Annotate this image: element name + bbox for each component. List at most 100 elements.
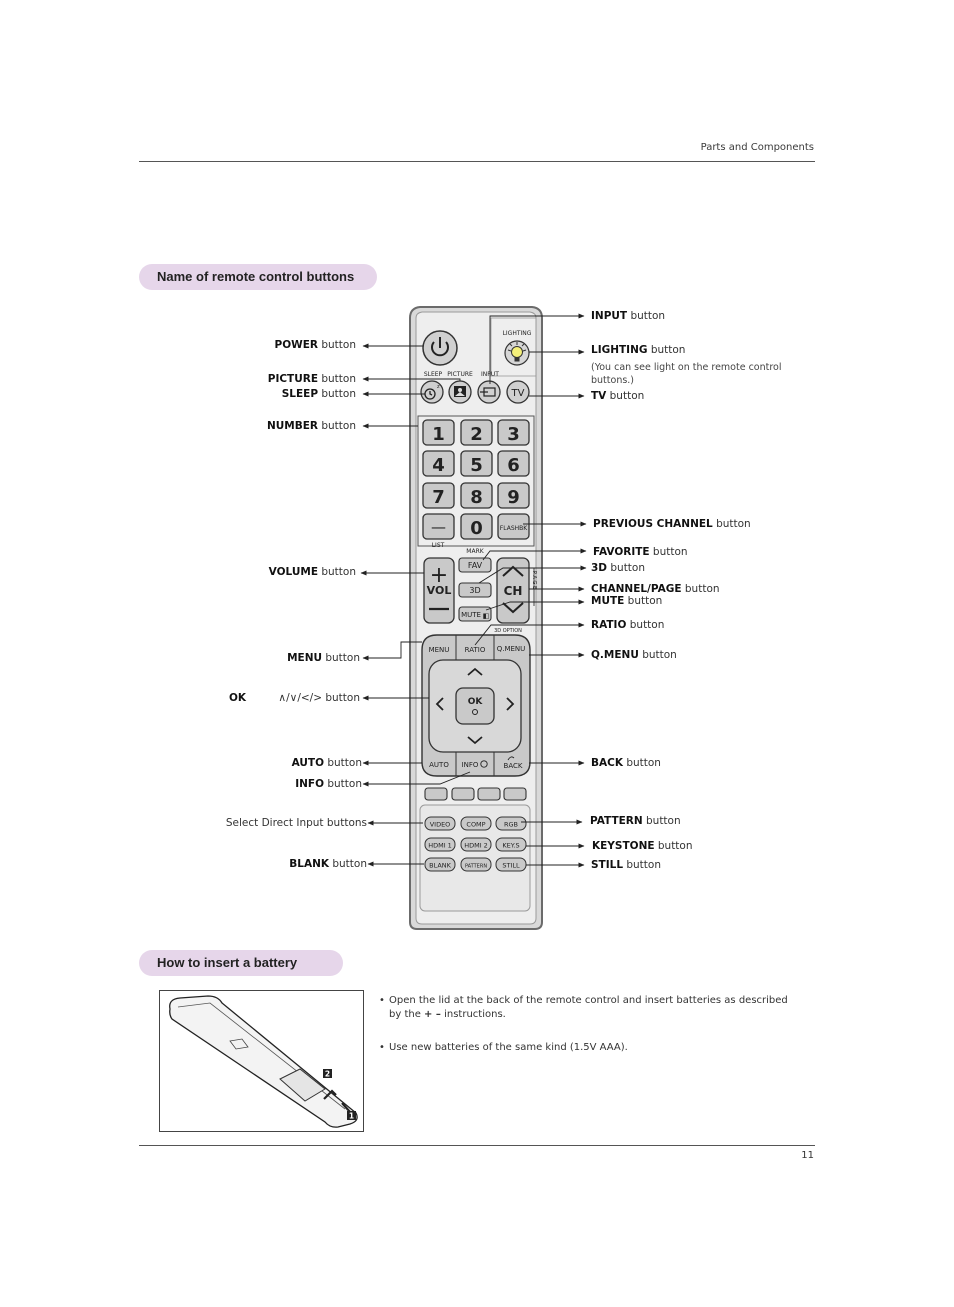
blank-button-label: BLANK xyxy=(429,862,452,870)
still-button-label: STILL xyxy=(502,862,520,870)
list-dash-button[interactable]: — xyxy=(422,513,455,540)
callout-qmenu: Q.MENU button xyxy=(591,649,677,661)
ok-label: OK xyxy=(468,697,484,707)
still-button[interactable]: STILL xyxy=(495,857,527,872)
fav-label: FAV xyxy=(468,561,483,570)
input-icon xyxy=(480,387,496,397)
digit-6-label: 6 xyxy=(507,455,520,476)
video-button-label: VIDEO xyxy=(430,821,451,829)
ratio-button[interactable]: RATIO xyxy=(456,636,494,660)
svg-text:z: z xyxy=(437,384,440,390)
digit-3-label: 3 xyxy=(507,424,520,445)
qmenu-button[interactable]: Q.MENU xyxy=(494,636,529,660)
number-button-8[interactable]: 8 xyxy=(460,482,493,509)
comp-button[interactable]: COMP xyxy=(460,816,492,831)
number-button-3[interactable]: 3 xyxy=(497,419,530,446)
digit-1-label: 1 xyxy=(432,424,445,445)
number-button-6[interactable]: 6 xyxy=(497,450,530,477)
menu-button[interactable]: MENU xyxy=(423,636,456,660)
nav-up-icon[interactable] xyxy=(467,667,483,676)
3d-label: 3D xyxy=(469,586,480,595)
ratio-label: RATIO xyxy=(465,646,486,654)
number-button-0[interactable]: 0 xyxy=(460,513,493,540)
picture-button[interactable] xyxy=(448,380,472,404)
channel-page-rocker[interactable]: CH xyxy=(496,557,530,624)
callout-keystone: KEYSTONE button xyxy=(592,840,693,852)
battery-instruction-1: • Open the lid at the back of the remote… xyxy=(379,995,788,1020)
rgb-button-label: RGB xyxy=(504,821,518,829)
power-icon xyxy=(431,337,449,357)
back-label: BACK xyxy=(504,762,523,770)
blank-button[interactable]: BLANK xyxy=(424,857,456,872)
power-button[interactable] xyxy=(422,330,458,366)
info-button[interactable]: INFO xyxy=(462,760,488,769)
callout-back: BACK button xyxy=(591,757,661,769)
yellow-key[interactable] xyxy=(477,787,501,801)
number-button-4[interactable]: 4 xyxy=(422,450,455,477)
lighting-button[interactable] xyxy=(504,340,530,366)
step-1-marker: 1 xyxy=(347,1111,356,1121)
keystone-button-label: KEY.S xyxy=(502,842,519,850)
speaker-mute-icon: ◧ xyxy=(483,612,490,620)
callout-power: POWER button xyxy=(274,339,356,351)
auto-button[interactable]: AUTO xyxy=(429,761,449,769)
nav-right-icon[interactable] xyxy=(506,697,515,711)
label-list: LIST xyxy=(432,542,445,549)
callout-sleep: SLEEP button xyxy=(281,388,356,400)
svg-text:2: 2 xyxy=(325,1070,330,1079)
nav-down-icon[interactable] xyxy=(467,736,483,745)
callout-select-direct: Select Direct Input buttons xyxy=(225,817,367,829)
callout-prev-channel: PREVIOUS CHANNEL button xyxy=(593,518,751,530)
volume-rocker[interactable]: + VOL xyxy=(423,557,455,624)
number-button-7[interactable]: 7 xyxy=(422,482,455,509)
input-button[interactable] xyxy=(477,380,501,404)
red-key[interactable] xyxy=(424,787,448,801)
blue-key[interactable] xyxy=(503,787,527,801)
ok-button[interactable]: OK xyxy=(455,687,495,725)
keystone-button[interactable]: KEY.S xyxy=(495,837,527,852)
hdmi2-button-label: HDMI 2 xyxy=(464,842,488,850)
green-key[interactable] xyxy=(451,787,475,801)
fav-button[interactable]: FAV xyxy=(458,557,492,573)
pattern-button[interactable]: PATTERN xyxy=(460,857,492,872)
callout-arrows: ∧/∨/</> button xyxy=(278,692,360,704)
3d-button[interactable]: 3D xyxy=(458,582,492,598)
tv-button-label: TV xyxy=(511,388,525,399)
running-header: Parts and Components xyxy=(700,142,814,153)
digit-5-label: 5 xyxy=(470,455,483,476)
callout-blank: BLANK button xyxy=(289,858,367,870)
nav-left-icon[interactable] xyxy=(435,697,444,711)
video-button[interactable]: VIDEO xyxy=(424,816,456,831)
hdmi1-button-label: HDMI 1 xyxy=(428,842,452,850)
callout-ratio: RATIO button xyxy=(591,619,665,631)
mute-button[interactable]: MUTE ◧ xyxy=(458,606,492,622)
callout-number: NUMBER button xyxy=(266,420,356,432)
back-button[interactable]: BACK xyxy=(504,756,523,770)
number-button-9[interactable]: 9 xyxy=(497,482,530,509)
lighting-note: (You can see light on the remote control… xyxy=(591,362,782,386)
flashbk-button[interactable]: FLASHBK xyxy=(497,513,530,540)
chevron-down-icon xyxy=(502,602,524,614)
callout-tv: TV button xyxy=(591,390,645,402)
callout-picture: PICTURE button xyxy=(267,373,356,385)
rgb-button[interactable]: RGB xyxy=(495,816,527,831)
hdmi2-button[interactable]: HDMI 2 xyxy=(460,837,492,852)
digit-4-label: 4 xyxy=(432,455,445,476)
callout-still: STILL button xyxy=(591,859,661,871)
callout-input: INPUT button xyxy=(591,310,666,322)
number-button-2[interactable]: 2 xyxy=(460,419,493,446)
callout-auto: AUTO button xyxy=(291,757,362,769)
plus-icon: + xyxy=(430,563,448,588)
number-button-5[interactable]: 5 xyxy=(460,450,493,477)
callout-pattern: PATTERN button xyxy=(590,815,681,827)
callout-3d: 3D button xyxy=(591,562,646,574)
sleep-button[interactable]: z xyxy=(420,380,444,404)
number-button-1[interactable]: 1 xyxy=(422,419,455,446)
info-icon xyxy=(480,760,488,768)
section-title-remote-buttons: Name of remote control buttons xyxy=(139,264,377,290)
tv-button[interactable]: TV xyxy=(506,380,530,404)
hdmi1-button[interactable]: HDMI 1 xyxy=(424,837,456,852)
vol-label: VOL xyxy=(427,584,452,597)
ch-label: CH xyxy=(504,584,523,598)
